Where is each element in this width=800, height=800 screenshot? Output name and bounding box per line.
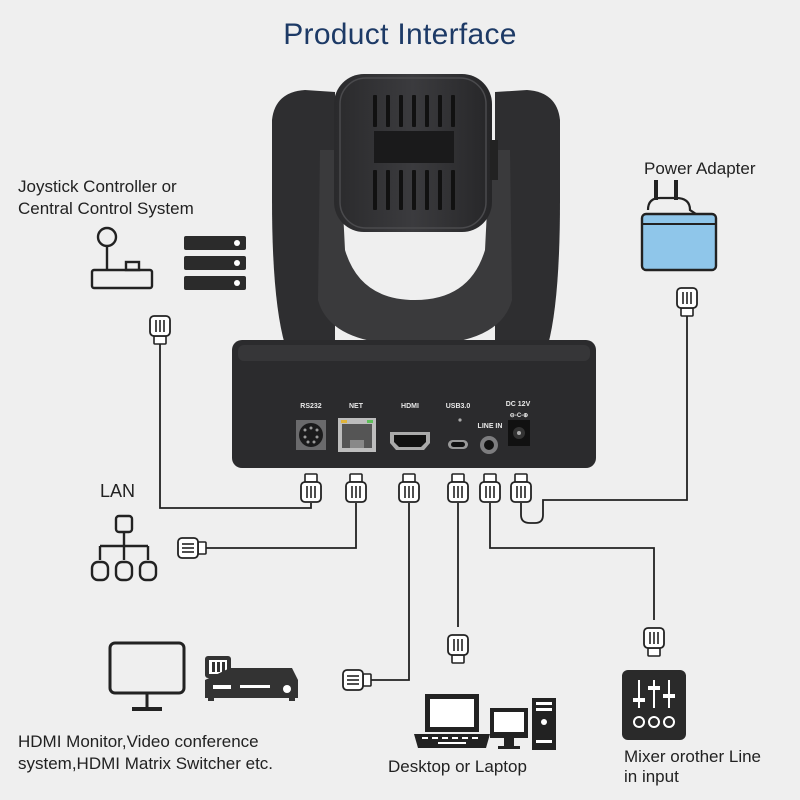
- mixer-icon: [622, 670, 686, 740]
- laptop-icon: [414, 694, 490, 748]
- port-label-usb: USB3.0: [446, 403, 471, 410]
- joystick-label-line2: Central Control System: [18, 199, 194, 218]
- port-label-linein: LINE IN: [478, 423, 503, 430]
- network-icon: [90, 514, 158, 582]
- hdmi-devices-label: HDMI Monitor,Video conference system,HDM…: [18, 731, 273, 775]
- pc-tower-icon: [532, 698, 556, 750]
- video-switcher-icon: [205, 656, 298, 701]
- port-label-rs232: RS232: [300, 403, 322, 410]
- line-in-port: [480, 436, 498, 454]
- mixer-label-line1: Mixer orother Line: [624, 747, 762, 766]
- hdmi-devices-label-line1: HDMI Monitor,Video conference: [18, 732, 259, 751]
- dc-port: ⊖-C-⊕: [508, 413, 530, 446]
- mixer-label-line2: in input: [624, 767, 679, 786]
- joystick-label-line1: Joystick Controller or: [18, 177, 177, 196]
- cable-lines: [159, 312, 688, 681]
- desktop-monitor-icon: [490, 708, 528, 749]
- monitor-icon: [108, 641, 186, 711]
- usb-port: [448, 418, 468, 449]
- hdmi-devices-label-line2: system,HDMI Matrix Switcher etc.: [18, 754, 274, 773]
- power-adapter-label: Power Adapter: [644, 159, 756, 178]
- power-adapter-icon: [640, 180, 718, 272]
- port-label-net: NET: [349, 403, 364, 410]
- lan-label: LAN: [100, 481, 136, 501]
- joystick-icon: [90, 226, 154, 290]
- joystick-label: Joystick Controller or Central Control S…: [18, 176, 194, 220]
- mixer-label: Mixer orother Line in input: [624, 747, 761, 787]
- rs232-port: [296, 420, 326, 450]
- net-port: [338, 418, 376, 452]
- desktop-label: Desktop or Laptop: [388, 757, 527, 776]
- server-icon: [184, 236, 246, 290]
- port-label-hdmi: HDMI: [401, 403, 419, 410]
- svg-text:⊖-C-⊕: ⊖-C-⊕: [510, 413, 528, 419]
- port-labels: RS232 NET HDMI USB3.0 LINE IN DC 12V: [300, 401, 530, 430]
- page-title: Product Interface: [283, 18, 517, 51]
- hdmi-port: [390, 432, 430, 450]
- camera-ports: ⊖-C-⊕: [296, 413, 530, 454]
- port-label-dc: DC 12V: [506, 401, 531, 408]
